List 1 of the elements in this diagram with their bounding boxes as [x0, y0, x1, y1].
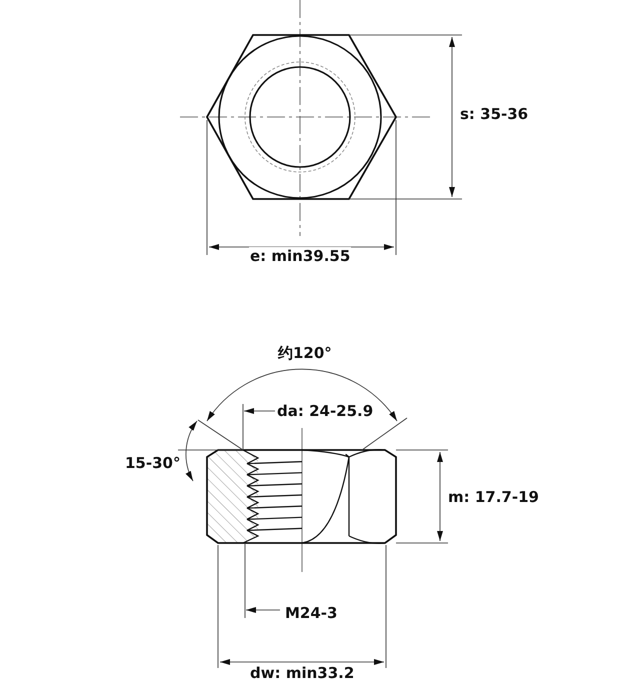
angle-label: 约120°	[277, 344, 333, 362]
